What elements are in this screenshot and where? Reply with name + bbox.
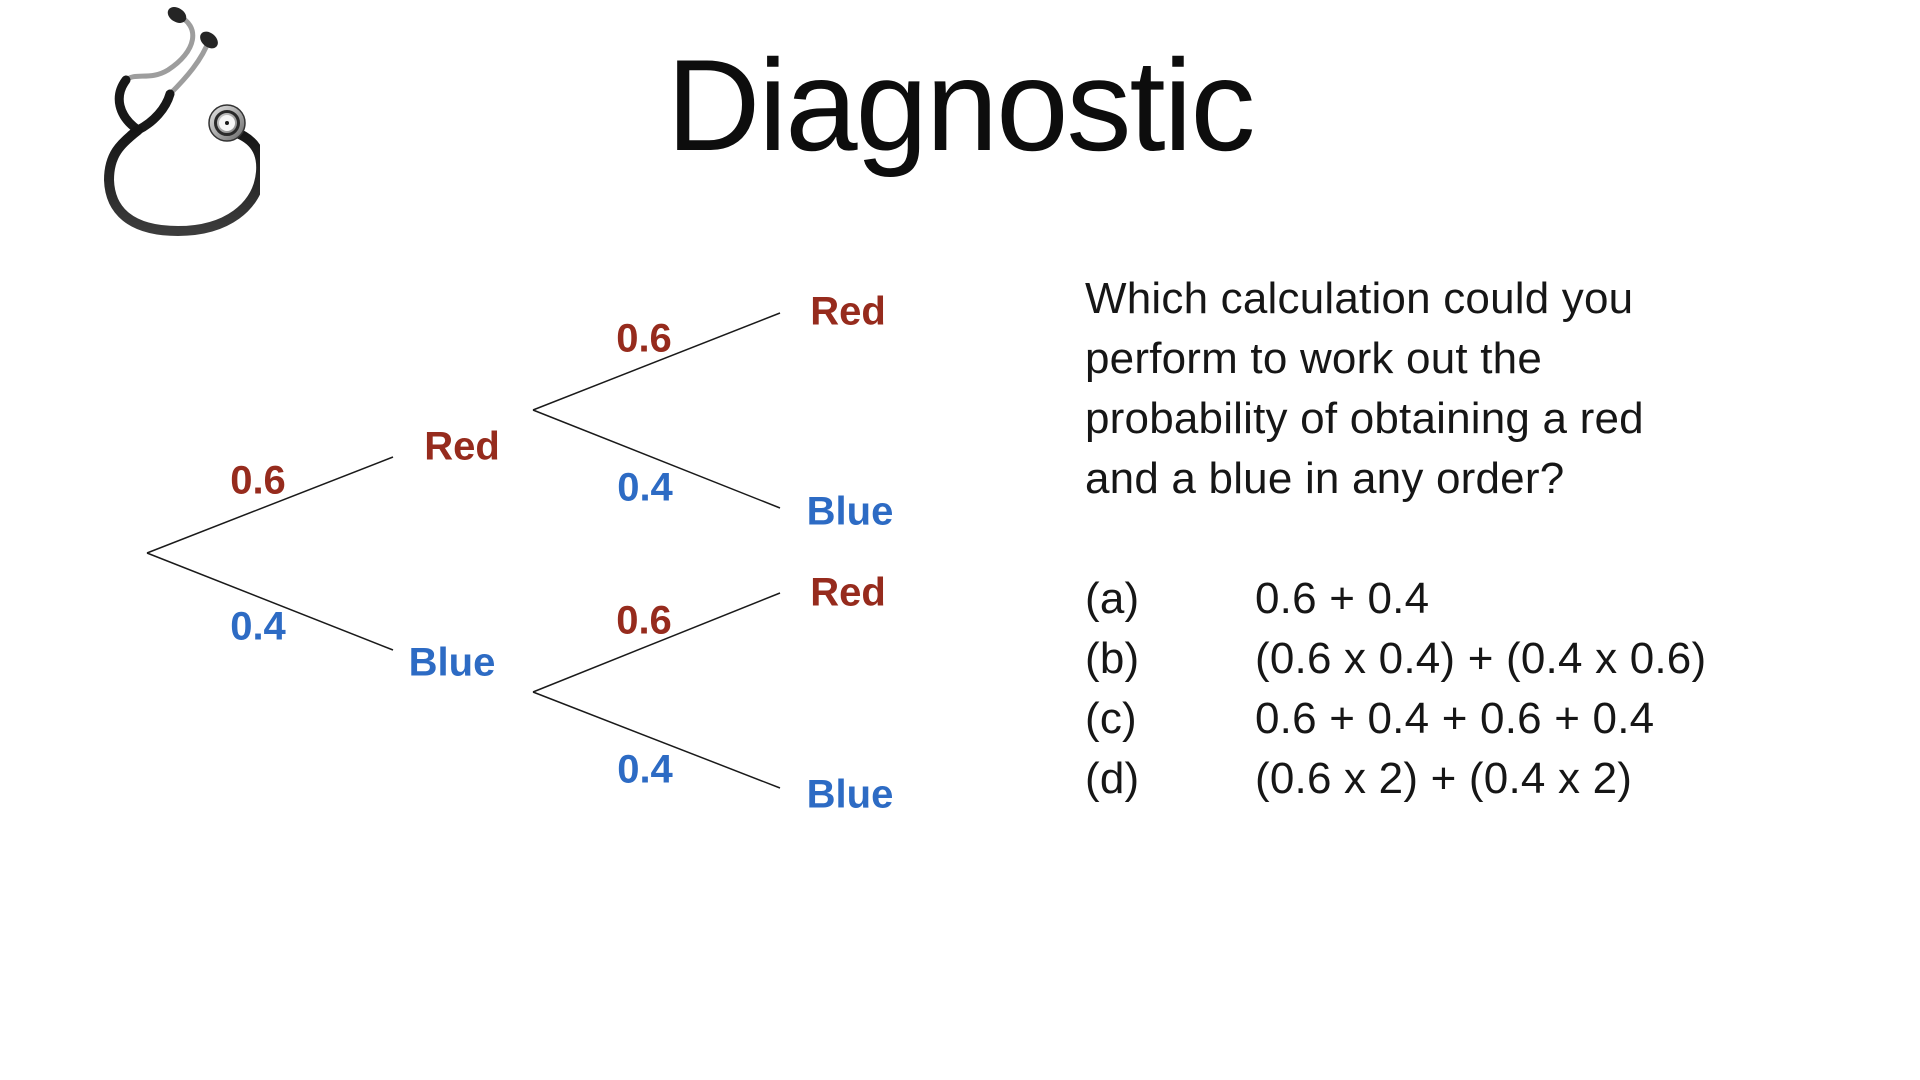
option-label: (c) (1085, 694, 1137, 743)
option-formula: (0.6 x 2) + (0.4 x 2) (1255, 754, 1633, 803)
option-formula: 0.6 + 0.4 + 0.6 + 0.4 (1255, 694, 1655, 743)
option-d: (d) (0.6 x 2) + (0.4 x 2) (1085, 749, 1845, 809)
option-label: (a) (1085, 574, 1140, 623)
probability-label: 0.6 (230, 458, 286, 503)
tree-node-label: Blue (408, 640, 496, 685)
option-label: (d) (1085, 754, 1140, 803)
option-b: (b) (0.6 x 0.4) + (0.4 x 0.6) (1085, 629, 1845, 689)
page-title: Diagnostic (666, 32, 1256, 178)
question-block: Which calculation could you perform to w… (1085, 269, 1845, 809)
question-line: perform to work out the (1085, 334, 1543, 383)
tree-leaf-label: Blue (806, 772, 894, 817)
question-line: Which calculation could you (1085, 274, 1634, 323)
stethoscope-icon (103, 7, 260, 237)
question-line: probability of obtaining a red (1085, 394, 1644, 443)
tree-leaf-label: Blue (806, 489, 894, 534)
question-line: and a blue in any order? (1085, 454, 1565, 503)
probability-label: 0.6 (616, 316, 672, 361)
option-formula: (0.6 x 0.4) + (0.4 x 0.6) (1255, 634, 1707, 683)
probability-label: 0.4 (617, 465, 673, 510)
option-a: (a) 0.6 + 0.4 (1085, 569, 1845, 629)
option-c: (c) 0.6 + 0.4 + 0.6 + 0.4 (1085, 689, 1845, 749)
tree-leaf-label: Red (810, 289, 886, 334)
tree-leaf-label: Red (810, 570, 886, 615)
probability-label: 0.6 (616, 598, 672, 643)
tree-node-label: Red (424, 424, 500, 469)
probability-label: 0.4 (617, 747, 673, 792)
option-formula: 0.6 + 0.4 (1255, 574, 1430, 623)
option-label: (b) (1085, 634, 1140, 683)
probability-label: 0.4 (230, 604, 286, 649)
spacer (1085, 509, 1845, 569)
